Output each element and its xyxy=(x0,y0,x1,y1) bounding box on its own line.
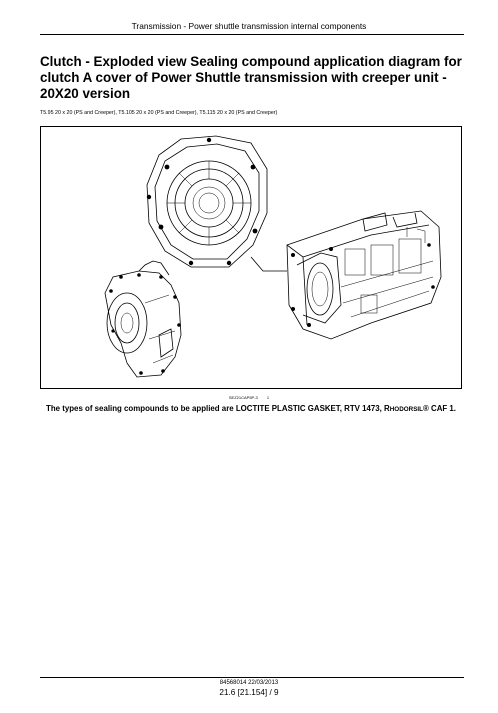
header-divider xyxy=(40,34,464,35)
figure-code: SEZ21CAP5P-3 xyxy=(228,395,258,400)
model-applicability: T5.95 20 x 20 (PS and Creeper), T5.105 2… xyxy=(40,110,278,116)
transmission-housing xyxy=(286,210,442,340)
footer-page-number: 21.6 [21.154] / 9 xyxy=(219,688,279,697)
caption-suffix: ® CAF 1. xyxy=(422,404,456,413)
caption-brand-initial: R xyxy=(384,404,390,413)
header-title: Transmission - Power shuttle transmissio… xyxy=(131,21,367,31)
clutch-a-cover xyxy=(104,260,182,378)
transmission-illustration xyxy=(104,135,442,378)
clutch-cover-detail xyxy=(146,135,268,268)
footer-document-reference: 84568014 22/03/2013 xyxy=(219,680,279,686)
caption-brand-rest: HODORSIL xyxy=(389,406,423,413)
page-title: Clutch - Exploded view Sealing compound … xyxy=(40,54,462,101)
caption-text: The types of sealing compounds to be app… xyxy=(46,404,385,413)
figure-number: 1 xyxy=(266,395,270,400)
sealing-compound-caption: The types of sealing compounds to be app… xyxy=(46,404,456,415)
figure-reference: SEZ21CAP5P-3 1 xyxy=(0,395,498,400)
leader-line xyxy=(250,256,287,272)
footer-divider xyxy=(40,677,464,678)
exploded-view-figure xyxy=(40,126,462,389)
